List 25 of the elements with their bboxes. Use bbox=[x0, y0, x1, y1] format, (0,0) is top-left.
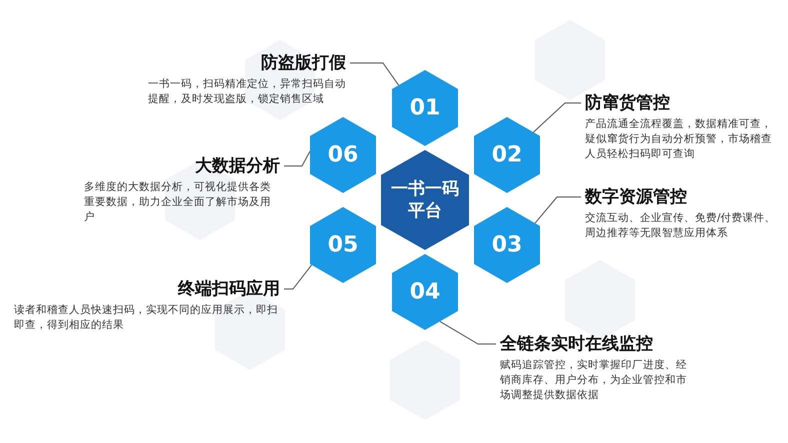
leader-line bbox=[534, 196, 582, 224]
hexagon: 04 bbox=[392, 254, 458, 330]
hexagon: 一书一码平台 bbox=[381, 150, 469, 250]
description: 一书一码，扫码精准定位，异常扫码自动提醒，及时发现盗版，锁定销售区域 bbox=[148, 77, 346, 107]
heading: 大数据分析 bbox=[195, 155, 280, 177]
description: 交流互动、企业宣传、免费/付费课件、周边推荐等无限智慧应用体系 bbox=[585, 211, 777, 241]
heading: 数字资源管控 bbox=[585, 186, 687, 208]
heading: 防盗版打假 bbox=[261, 52, 346, 74]
leader-line bbox=[350, 62, 400, 86]
heading: 防窜货管控 bbox=[585, 92, 670, 114]
description: 赋码追踪管控，实时掌握印厂进度、经销商库存、用户分布，为企业管控和市场调整提供数据依据 bbox=[500, 358, 688, 403]
hexagon: 01 bbox=[392, 70, 458, 146]
leader-line bbox=[284, 264, 312, 290]
heading: 全链条实时在线监控 bbox=[500, 333, 653, 355]
hexagon: 05 bbox=[310, 207, 376, 283]
description: 多维度的大数据分析，可视化提供各类重要数据，助力企业全面了解市场及用户 bbox=[84, 180, 272, 225]
description: 读者和稽查人员快速扫码，实现不同的应用展示，即扫即查，得到相应的结果 bbox=[14, 303, 279, 333]
hexagon: 06 bbox=[310, 117, 376, 193]
leader-line bbox=[284, 150, 310, 166]
heading: 终端扫码应用 bbox=[178, 278, 280, 300]
description: 产品流通全流程覆盖，数据精准可查，疑似窜货行为自动分析预警，市场稽查人员轻松扫码即可查询 bbox=[585, 117, 773, 162]
hexagon: 02 bbox=[474, 117, 540, 193]
hexagon: 03 bbox=[474, 207, 540, 283]
leader-line bbox=[439, 320, 496, 344]
leader-line bbox=[532, 102, 582, 133]
